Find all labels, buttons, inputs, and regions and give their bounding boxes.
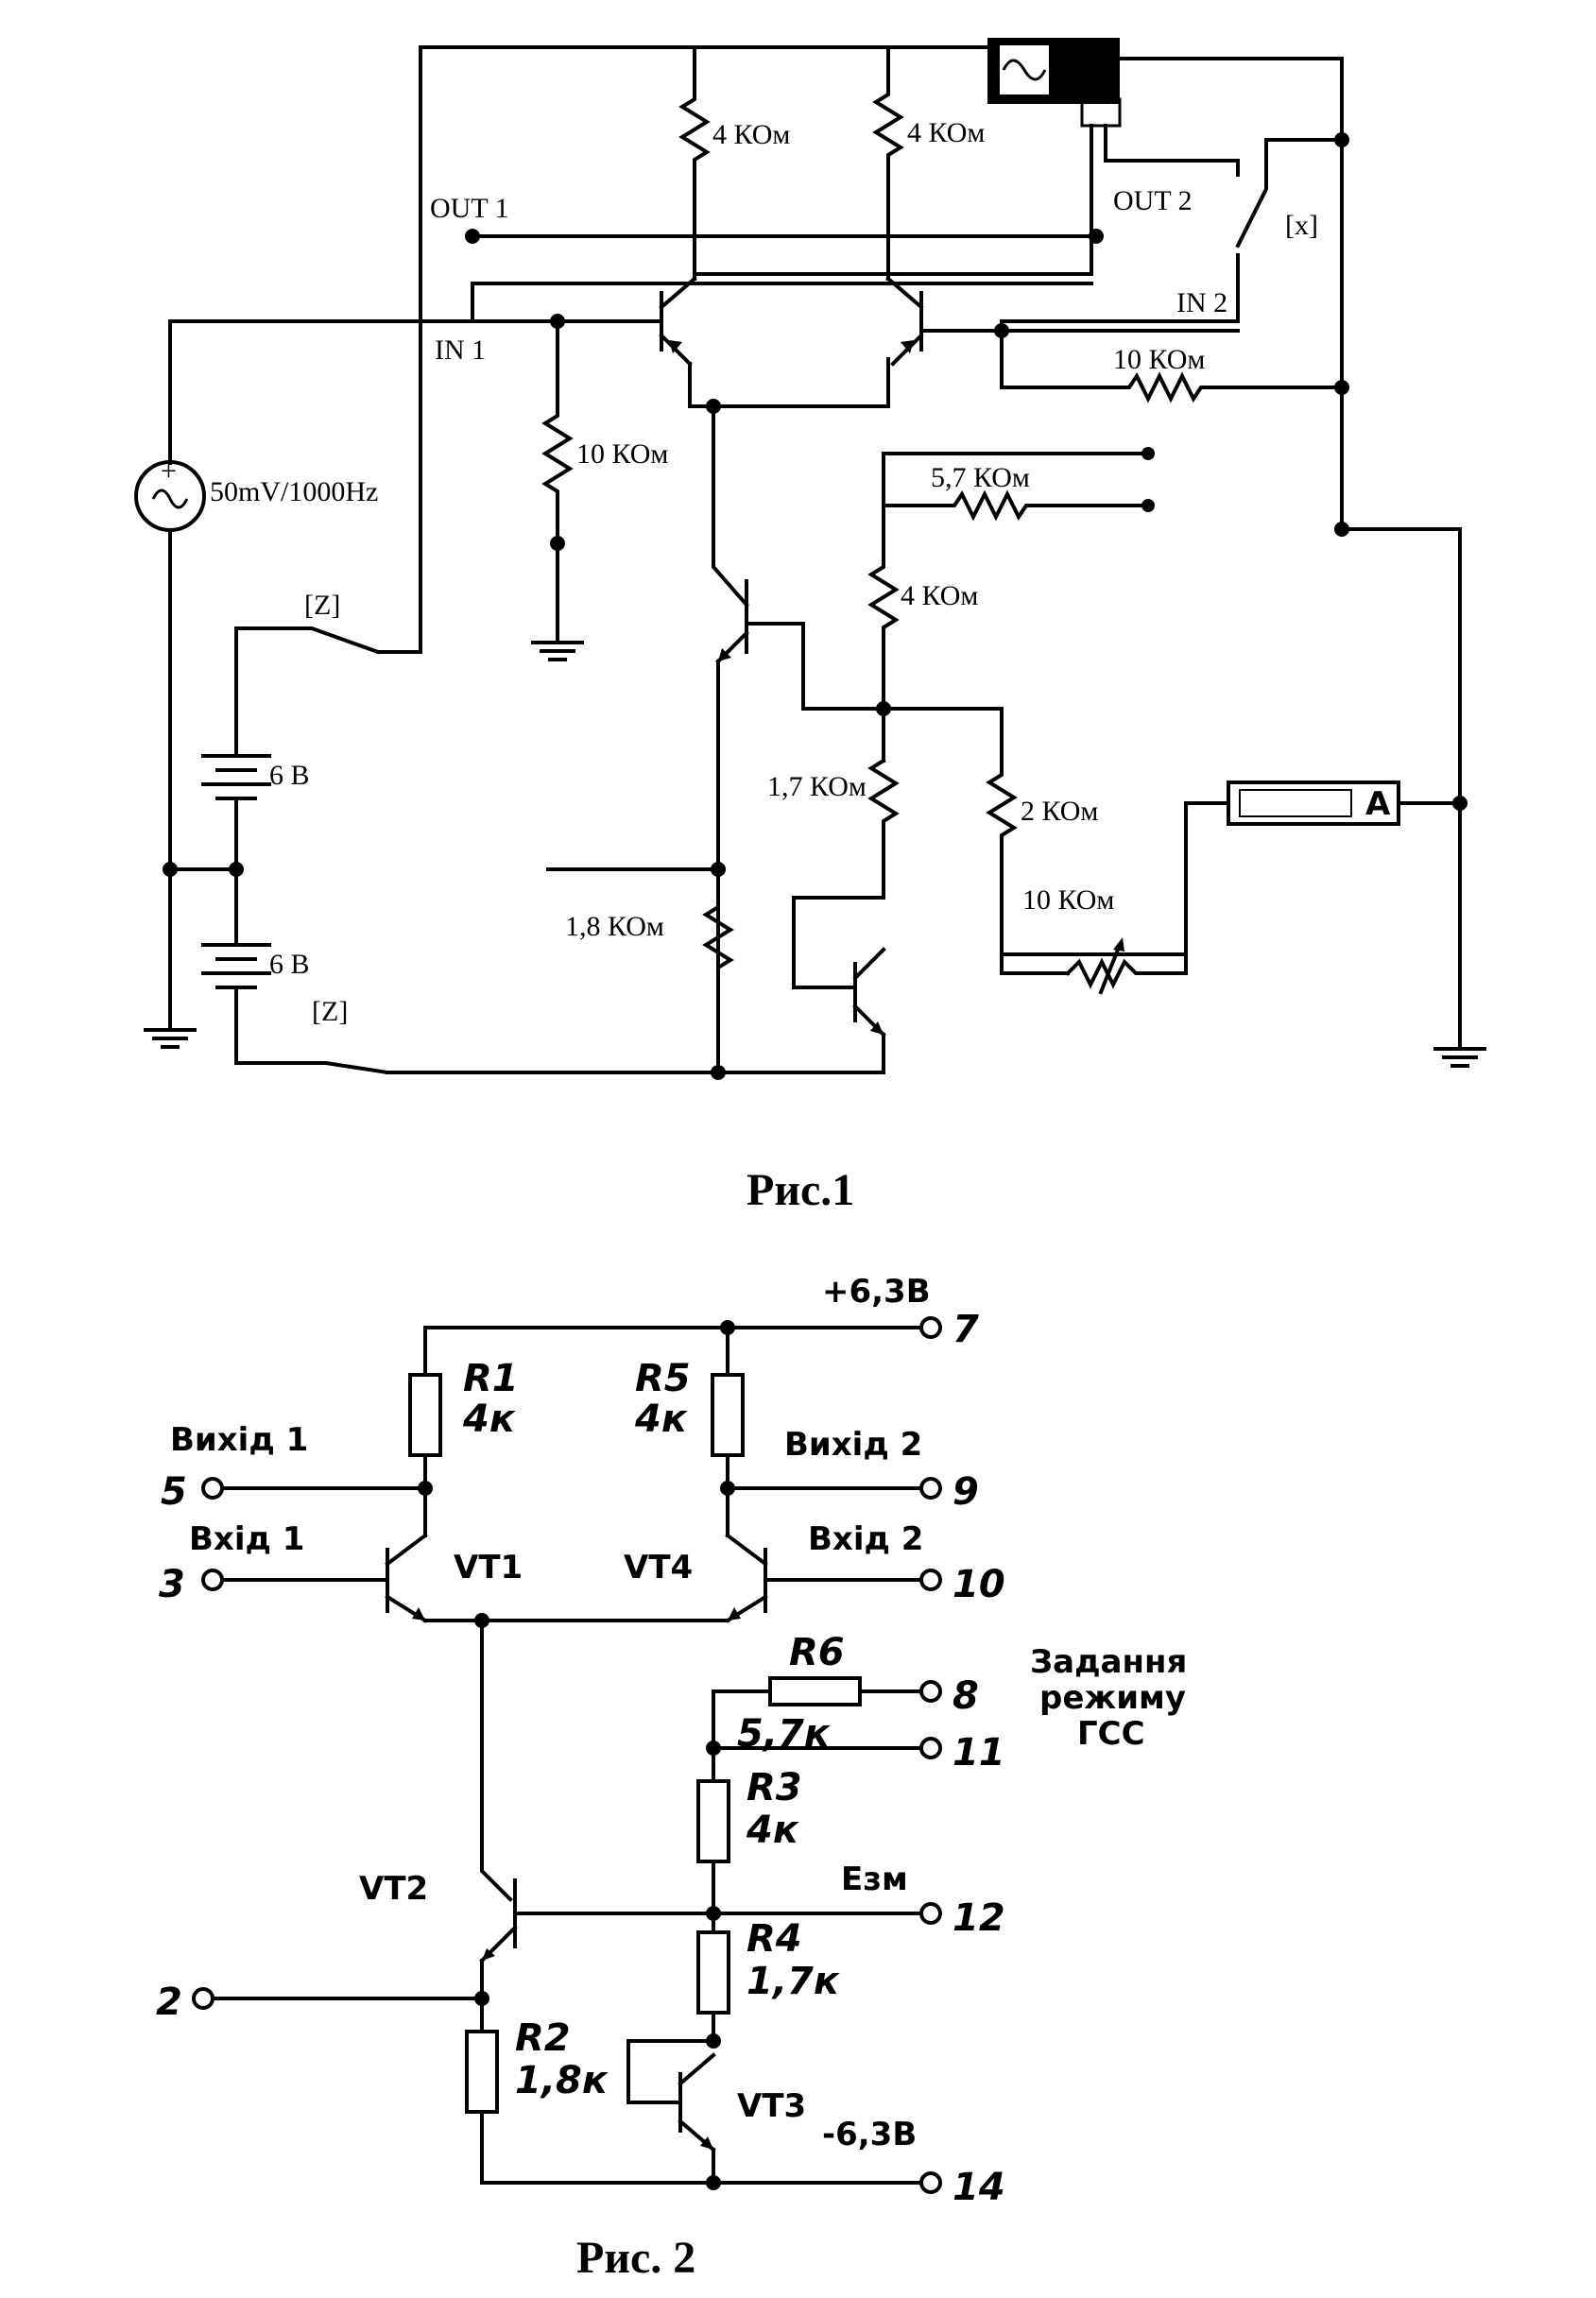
resistor-10k-in2: 10 КОм <box>1000 329 1344 403</box>
resistor-1k7: 1,7 КОм <box>767 758 900 900</box>
pin-14: 14 <box>952 2166 1005 2209</box>
terminal-7 <box>919 1316 942 1339</box>
resistor-1k8: 1,8 КОм <box>565 891 734 1074</box>
label-r3-value: 4к <box>746 1809 799 1852</box>
figure-2-caption: Рис. 2 <box>576 2233 695 2283</box>
label-out2: OUT 2 <box>1113 185 1193 216</box>
terminal-8 <box>919 1680 942 1703</box>
terminal-11 <box>919 1737 942 1759</box>
label-in1: IN 1 <box>435 334 486 366</box>
label-in2: IN 2 <box>1176 287 1227 318</box>
label-in1-fig2: Вхід 1 <box>189 1520 304 1558</box>
figure-1-schematic: 4 КОм 4 КОм OUT 1 OUT 2 [x] IN 2 <box>134 38 1486 1215</box>
resistor-4k-right: 4 КОм <box>872 45 985 281</box>
label-r4-value: 1,7к <box>747 1960 840 2003</box>
label-r1-value: 4к <box>462 1398 516 1441</box>
transistor-vt1-fig2: VT1 <box>385 1533 523 1623</box>
pin-3: 3 <box>159 1563 185 1606</box>
resistor-5k7: 5,7 КОм <box>882 462 1155 522</box>
oscilloscope-icon <box>693 38 1240 276</box>
transistor-vt3 <box>792 896 886 1074</box>
ammeter: A <box>1227 780 1462 826</box>
label-vminus: -6,3В <box>822 2116 917 2153</box>
label-r4: R4 <box>747 1917 802 1961</box>
terminal-5 <box>201 1477 224 1500</box>
pin-7: 7 <box>952 1308 979 1351</box>
transistor-vt2-fig2: VT2 <box>359 1870 518 1964</box>
label-r-4k: 4 КОм <box>901 580 978 611</box>
potentiometer-10k: 10 КОм <box>1000 884 1188 995</box>
ac-source: + 50mV/1000Hz <box>134 319 378 871</box>
label-r-1k7: 1,7 КОм <box>767 771 867 802</box>
label-battery-1: 6 В <box>269 760 310 791</box>
pin-9: 9 <box>952 1470 979 1514</box>
battery-2: 6 В <box>201 943 390 1075</box>
label-r-pot: 10 КОм <box>1022 884 1114 916</box>
figure-2-schematic: +6,3В 7 R1 4к R5 4к 5 Вихід 1 9 Вихід 2 … <box>156 1273 1187 2283</box>
label-vplus: +6,3В <box>822 1273 931 1311</box>
label-battery-2: 6 В <box>269 949 310 980</box>
label-r2-value: 1,8к <box>515 2059 609 2102</box>
transistor-vt2 <box>715 579 885 1074</box>
label-out1: OUT 1 <box>430 193 509 224</box>
label-mode-2: режиму <box>1039 1679 1186 1717</box>
pin-8: 8 <box>952 1674 979 1718</box>
label-r5-value: 4к <box>634 1398 688 1441</box>
label-switch-z1: [Z] <box>304 590 340 621</box>
switch-z2: [Z] <box>312 996 885 1074</box>
label-out2-fig2: Вихід 2 <box>784 1426 922 1464</box>
label-switch-z2: [Z] <box>312 996 348 1027</box>
label-vt2: VT2 <box>359 1870 428 1908</box>
switch-z1: [Z] <box>234 590 422 682</box>
terminal-10 <box>919 1569 942 1591</box>
label-ezm: Езм <box>841 1861 908 1898</box>
label-switch-x: [x] <box>1285 210 1318 241</box>
transistor-vt4-fig2: VT4 <box>624 1533 768 1623</box>
label-r3: R3 <box>747 1766 802 1809</box>
terminal-3 <box>201 1569 224 1591</box>
label-r5: R5 <box>635 1357 691 1400</box>
label-out1-fig2: Вихід 1 <box>170 1421 308 1459</box>
label-mode-1: Задання <box>1030 1643 1187 1681</box>
pin-2: 2 <box>156 1981 182 2024</box>
label-r1: R1 <box>463 1357 519 1400</box>
label-source: 50mV/1000Hz <box>210 476 378 507</box>
label-vt4: VT4 <box>624 1549 693 1586</box>
label-in2-fig2: Вхід 2 <box>808 1520 923 1558</box>
pin-5: 5 <box>161 1470 187 1514</box>
pin-10: 10 <box>952 1563 1005 1606</box>
label-r6: R6 <box>789 1631 845 1674</box>
terminal-12 <box>919 1902 942 1925</box>
resistor-10k-in1-ground: 10 КОм <box>531 319 668 661</box>
pin-12: 12 <box>952 1896 1005 1940</box>
label-r-top-left: 4 КОм <box>712 119 790 150</box>
label-vt1: VT1 <box>454 1549 523 1586</box>
transistor-vt3-fig2: VT3 <box>626 2039 806 2185</box>
terminal-2 <box>192 1987 215 2010</box>
label-mode-3: ГСС <box>1077 1715 1145 1753</box>
switch-x: [x] IN 2 <box>1000 138 1344 323</box>
ammeter-label: A <box>1365 785 1391 823</box>
label-r-5k7: 5,7 КОм <box>931 462 1030 493</box>
transistor-vt4 <box>885 276 924 367</box>
pin-11: 11 <box>952 1731 1005 1775</box>
terminal-14 <box>919 2171 942 2194</box>
transistor-vt1 <box>659 276 890 408</box>
label-r-top-right: 4 КОм <box>907 117 985 148</box>
label-r-2k: 2 КОм <box>1021 796 1098 827</box>
label-r-in1-ground: 10 КОм <box>576 438 668 470</box>
figure-1-caption: Рис.1 <box>747 1165 854 1215</box>
resistor-4k-left: 4 КОм <box>678 45 790 281</box>
label-vt3: VT3 <box>737 2087 806 2125</box>
label-r-in2: 10 КОм <box>1113 344 1205 375</box>
battery-1: 6 В <box>201 678 310 947</box>
label-r2: R2 <box>515 2016 571 2060</box>
terminal-9 <box>919 1477 942 1500</box>
label-r-1k8: 1,8 КОм <box>565 911 664 942</box>
svg-text:+: + <box>161 455 177 487</box>
